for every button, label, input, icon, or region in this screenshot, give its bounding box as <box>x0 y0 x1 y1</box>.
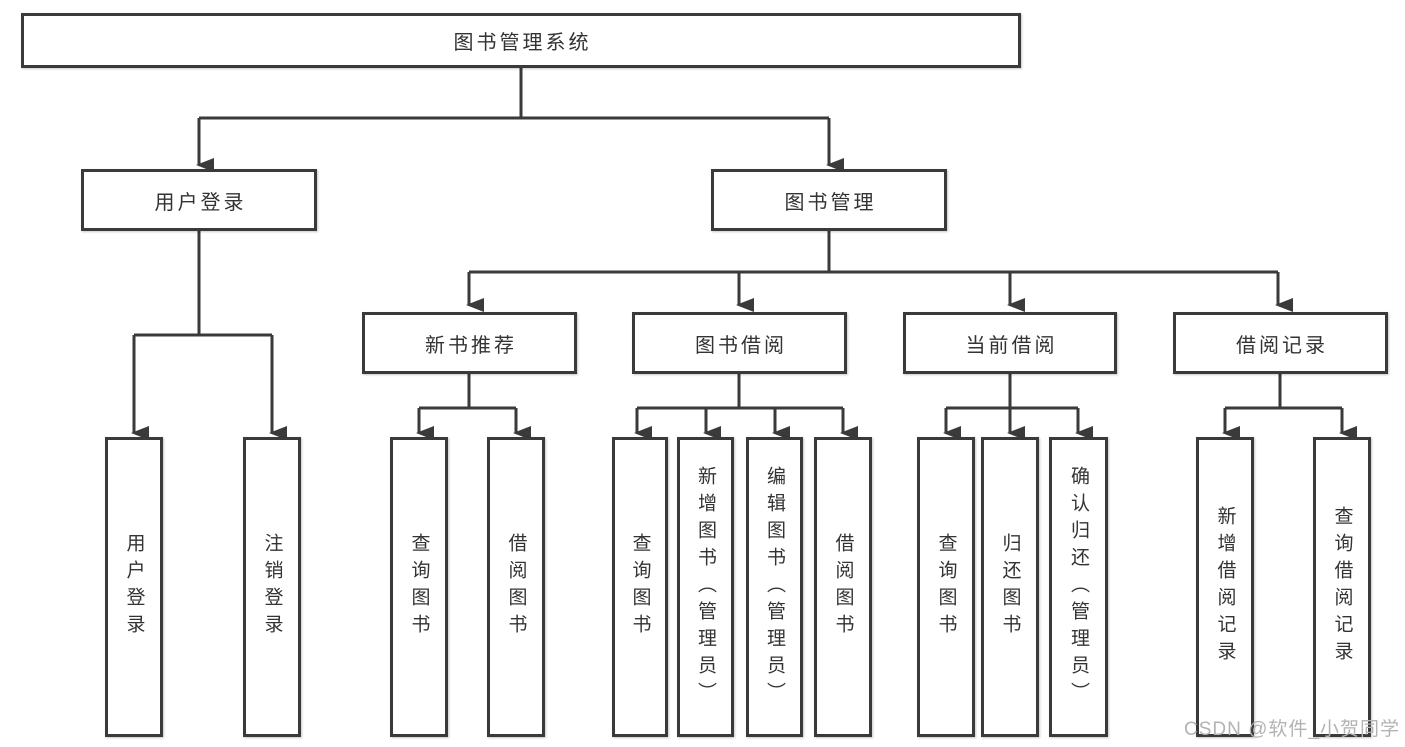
connector-borrow-record-bar <box>1225 374 1342 410</box>
node-borrow-record: 借阅记录 <box>1173 312 1388 374</box>
node-user-login: 用户登录 <box>81 169 317 231</box>
leaf-record-query: 查询借阅记录 <box>1313 437 1371 737</box>
leaf-borrow-query-books: 查询图书 <box>612 437 668 737</box>
connector-root-bar <box>199 68 829 120</box>
node-user-login-label: 用户登录 <box>154 191 247 214</box>
leaf-rec-borrow-books-label: 借阅图书 <box>505 533 527 641</box>
leaf-logout-label: 注销登录 <box>261 533 283 641</box>
leaf-user-login-label: 用户登录 <box>123 533 145 641</box>
leaf-borrow-query-books-label: 查询图书 <box>629 533 651 641</box>
csdn-watermark: CSDN @软件_小贺同学 <box>1184 719 1400 740</box>
node-current-borrow-label: 当前借阅 <box>965 334 1058 357</box>
leaf-rec-borrow-books: 借阅图书 <box>487 437 545 737</box>
leaf-borrow-edit-books-label: 编辑图书（管理员） <box>764 465 785 709</box>
node-new-book-rec-label: 新书推荐 <box>425 334 517 357</box>
leaf-current-return-books-label: 归还图书 <box>999 533 1021 641</box>
connector-user-login-bar <box>134 231 272 337</box>
leaf-record-add: 新增借阅记录 <box>1196 437 1254 737</box>
leaf-user-login: 用户登录 <box>105 437 163 737</box>
leaf-borrow-borrow-books: 借阅图书 <box>814 437 872 737</box>
leaf-record-query-label: 查询借阅记录 <box>1331 506 1353 668</box>
leaf-current-confirm-return: 确认归还（管理员） <box>1049 437 1108 737</box>
leaf-rec-query-books-label: 查询图书 <box>408 533 430 641</box>
leaf-borrow-borrow-books-label: 借阅图书 <box>832 533 854 641</box>
node-new-book-rec: 新书推荐 <box>362 312 577 374</box>
leaf-current-query-books-label: 查询图书 <box>935 533 957 641</box>
node-borrow-record-label: 借阅记录 <box>1236 334 1328 357</box>
connector-book-mgmt-bar <box>469 231 1278 274</box>
node-book-mgmt-label: 图书管理 <box>784 191 877 214</box>
connector-book-borrow-bar <box>637 374 843 410</box>
leaf-record-add-label: 新增借阅记录 <box>1214 506 1236 668</box>
node-root-label: 图书管理系统 <box>453 32 592 54</box>
connector-new-book-rec-bar <box>419 374 516 410</box>
leaf-logout: 注销登录 <box>243 437 301 737</box>
node-book-borrow: 图书借阅 <box>632 312 847 374</box>
node-book-borrow-label: 图书借阅 <box>695 334 787 357</box>
node-root-system: 图书管理系统 <box>21 13 1021 68</box>
leaf-borrow-add-books-label: 新增图书（管理员） <box>695 465 716 709</box>
leaf-current-confirm-return-label: 确认归还（管理员） <box>1068 465 1089 709</box>
leaf-borrow-add-books: 新增图书（管理员） <box>677 437 734 737</box>
node-current-borrow: 当前借阅 <box>903 312 1117 374</box>
connector-current-borrow-bar <box>946 374 1078 410</box>
leaf-current-return-books: 归还图书 <box>981 437 1039 737</box>
node-book-mgmt: 图书管理 <box>711 169 947 231</box>
leaf-rec-query-books: 查询图书 <box>390 437 448 737</box>
leaf-borrow-edit-books: 编辑图书（管理员） <box>746 437 803 737</box>
leaf-current-query-books: 查询图书 <box>917 437 975 737</box>
